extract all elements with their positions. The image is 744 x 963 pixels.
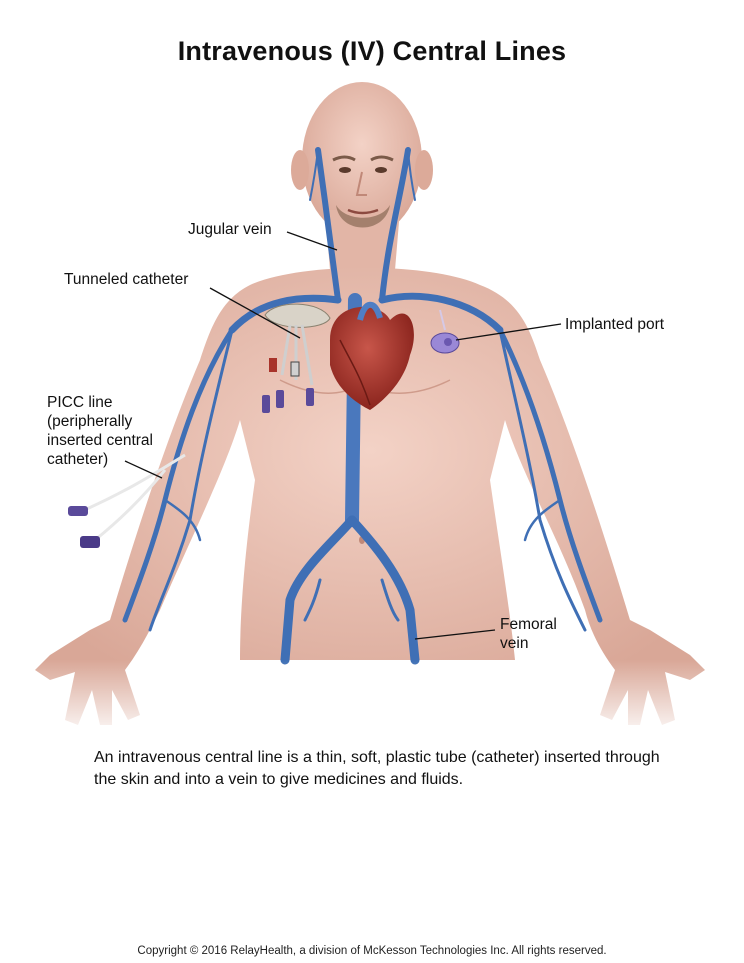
femoral-vein-label: Femoral vein [500,616,557,652]
implanted-leader [455,323,562,341]
picc-leader [124,460,163,479]
femoral-leader [414,629,496,640]
picc-line-label: PICC line (peripherally inserted central… [47,394,153,468]
tunneled-leader [209,287,301,339]
jugular-leader [286,231,338,251]
jugular-vein-label: Jugular vein [188,221,272,238]
tunneled-catheter-illustration [262,303,331,413]
page-title: Intravenous (IV) Central Lines [177,36,567,66]
implanted-port-label: Implanted port [565,316,665,333]
leader-lines [124,231,562,640]
picc-line-illustration [68,453,186,548]
copyright-text: Copyright © 2016 RelayHealth, a division… [137,945,607,957]
implanted-port-illustration [430,309,460,354]
heart-illustration [330,301,414,410]
caption-text: An intravenous central line is a thin, s… [94,749,660,788]
tunneled-catheter-label: Tunneled catheter [64,271,189,288]
